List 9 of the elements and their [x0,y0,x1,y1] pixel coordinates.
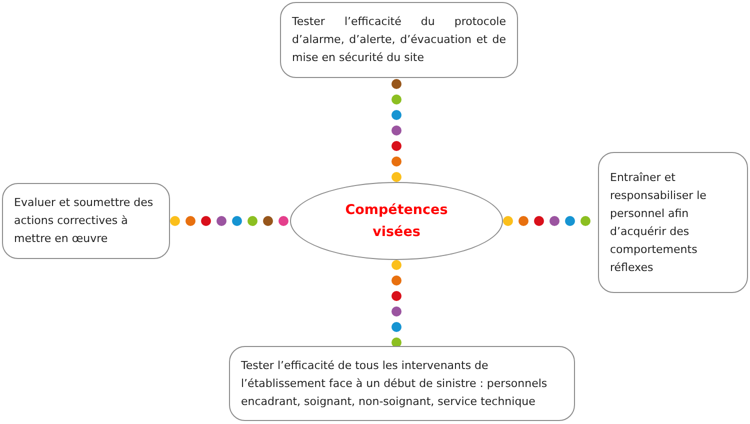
box-text: Compétences visées [344,201,449,242]
text-box [280,2,518,78]
box-text: Entraîner et responsabiliser le personnel afin d’acquérir des comportements réflexes [610,170,708,276]
box-text: Tester l’efficacité de tous les intervenants de l’établissement face à un début de sinistre : personnels encadrant, soignant, non-soignant, service technique [241,358,548,410]
text-box [2,183,170,259]
box-text: Tester l’efficacité du protocole d’alarme, d’alerte, d’évacuation et de mise en sécurité du site [292,14,506,66]
box-text: Evaluer et soumettre des actions correctives à mettre en œuvre [14,195,154,247]
text-box [229,346,575,421]
text-box [598,152,748,293]
